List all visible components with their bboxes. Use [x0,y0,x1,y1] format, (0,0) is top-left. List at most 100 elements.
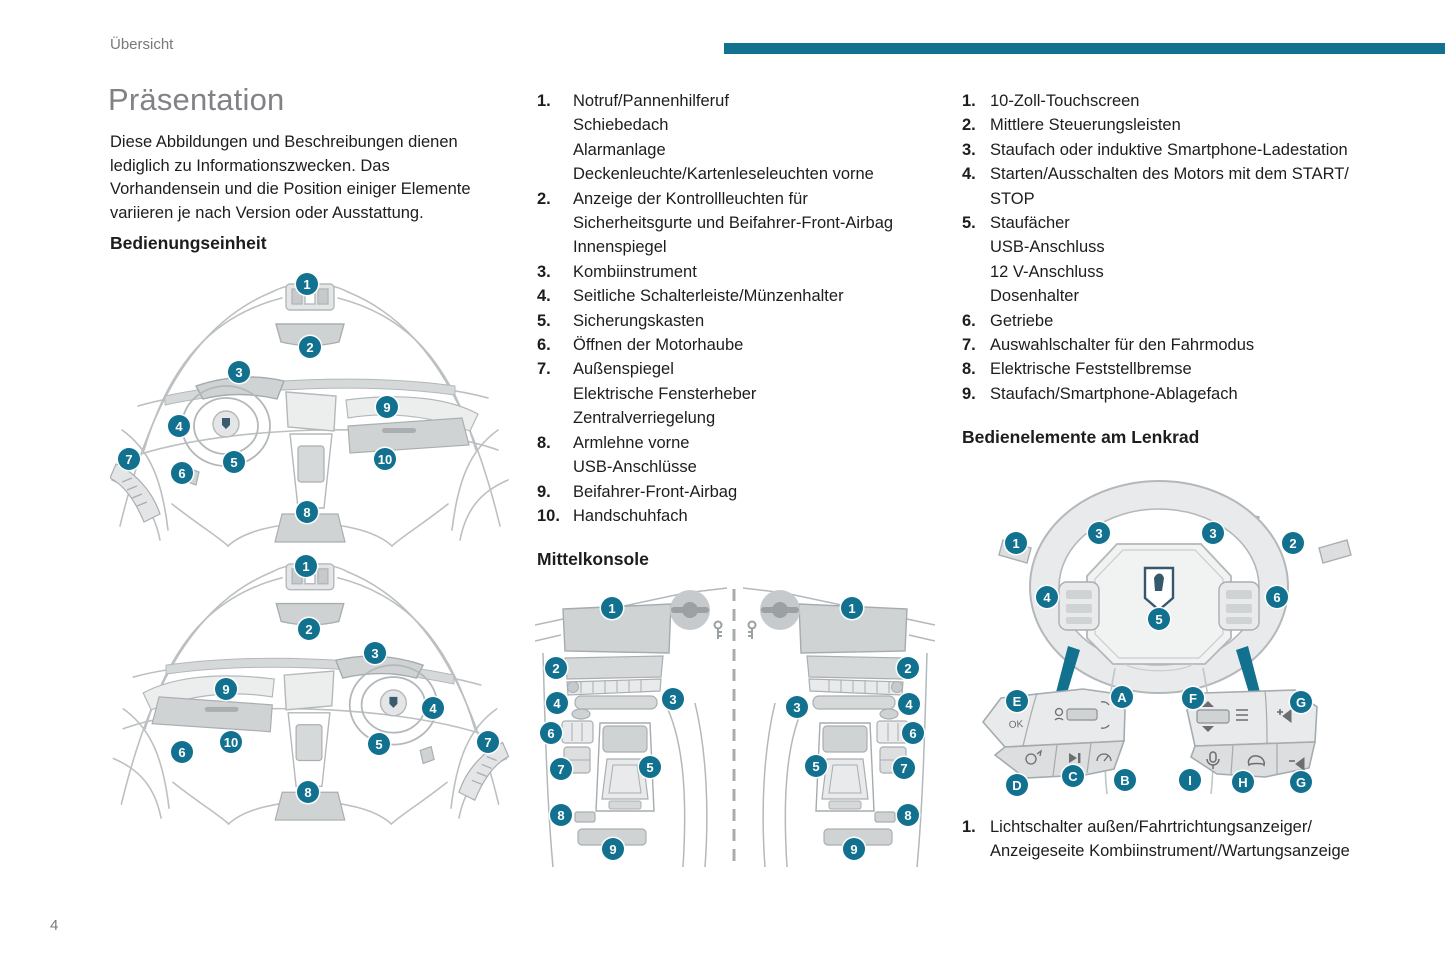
cruise-decrease-icon [1100,724,1110,729]
list-item: 6.Öffnen der Motorhaube [537,333,949,357]
callout-marker-3: 3 [662,688,684,710]
callout-marker-4: 4 [422,697,444,719]
callout-marker-3: 3 [1202,522,1224,544]
list-item-text: Handschuhfach [573,506,688,525]
source-button-icon [1025,749,1042,765]
list-item-number: 1. [962,92,976,110]
callout-marker-10: 10 [220,731,242,753]
volume-down-icon [1289,757,1305,771]
callout-marker-9: 9 [215,678,237,700]
list-item-number: 1. [537,92,551,110]
callout-marker-7: 7 [477,731,499,753]
list-item-text: Öffnen der Motorhaube [573,336,744,355]
callout-marker-E: E [1006,690,1028,712]
callout-marker-4: 4 [1036,586,1058,608]
cruise-thumbwheel [1066,708,1098,721]
callout-marker-9: 9 [376,396,398,418]
list-item-number: 7. [962,336,976,355]
cruise-increase-icon [1100,701,1110,706]
section-heading-mittelkonsole: Mittelkonsole [537,549,649,569]
list-item-number: 8. [962,360,976,379]
callout-marker-H: H [1232,771,1254,793]
left-control-pod: OK [981,688,1126,779]
list-item: 3.Staufach oder induktive Smartphone-Lad… [962,138,1418,162]
accent-bar-top [724,43,1445,54]
list-item: 4. Seitliche Schalterleiste/Münzenhalter [537,284,949,308]
callout-marker-5: 5 [223,451,245,473]
steering-wheel-drawing: − + [981,480,1352,795]
callout-marker-2: 2 [897,657,919,679]
callout-marker-5: 5 [805,755,827,777]
callout-marker-10: 10 [374,448,396,470]
callout-marker-1: 1 [296,273,318,295]
page-title: Präsentation [108,82,285,117]
callout-marker-8: 8 [297,781,319,803]
callout-marker-3: 3 [786,696,808,718]
peugeot-logo [1143,566,1175,612]
list-item-number: 3. [537,262,551,281]
list-item-text: Lichtschalter außen/Fahrtrichtungsanzeig… [990,818,1350,861]
list-item-number: 10. [537,506,560,525]
list-item: 1.10-Zoll-Touchscreen [962,89,1418,113]
callout-marker-8: 8 [550,804,572,826]
list-item-text: Staufach/Smartphone-Ablagefach [990,384,1238,403]
wheel-footnote-list: 1. Lichtschalter außen/Fahrtrichtungsanze… [962,815,1428,864]
callout-marker-6: 6 [171,741,193,763]
callout-marker-1: 1 [295,555,317,577]
list-item-number: 5. [962,214,976,233]
callout-marker-2: 2 [298,618,320,640]
volume-up-icon [1277,709,1292,723]
leader-line-right [1236,646,1262,703]
dashboard-drawing [110,282,509,547]
callout-marker-I: I [1179,769,1201,791]
callout-marker-3: 3 [364,642,386,664]
callout-marker-1: 1 [601,597,623,619]
list-item: 5.Sicherungskasten [537,309,949,333]
list-item-text: Staufach oder induktive Smartphone-Lades… [990,140,1348,159]
list-item: 1. Lichtschalter außen/Fahrtrichtungsanze… [962,815,1428,864]
callout-marker-9: 9 [843,838,865,860]
list-item-number: 9. [537,482,551,501]
callout-marker-6: 6 [540,722,562,744]
callout-marker-3: 3 [228,361,250,383]
callout-marker-2: 2 [545,657,567,679]
scroll-down-icon [1202,726,1214,732]
callout-marker-4: 4 [546,692,568,714]
play-button-icon [1069,753,1081,763]
list-item-number: 4. [537,287,551,306]
callout-marker-C: C [1062,765,1084,787]
menu-scroll-thumbwheel [1196,709,1230,724]
callout-marker-7: 7 [118,448,140,470]
leader-line-left [1054,646,1080,703]
mute-mic-icon [1206,751,1220,769]
callout-marker-B: B [1114,769,1136,791]
callout-marker-1: 1 [841,597,863,619]
gauge-reset-icon [1096,753,1112,762]
list-item-number: 6. [962,311,976,330]
callout-marker-9: 9 [602,838,624,860]
list-item-number: 8. [537,433,551,452]
menu-list-icon [1236,709,1248,721]
callout-marker-4: 4 [168,415,190,437]
list-item-text: Starten/Ausschalten des Motors mit dem S… [990,165,1349,208]
list-item-number: 2. [537,189,551,208]
callout-marker-G: G [1290,771,1312,793]
callout-marker-7: 7 [893,757,915,779]
list-item-number: 9. [962,384,976,403]
list-item: 10. Handschuhfach [537,504,949,528]
list-item-number: 1. [962,818,976,836]
list-item: 4.Starten/Ausschalten des Motors mit dem… [962,162,1418,211]
ok-button-label: OK [1008,719,1024,731]
left-spoke-buttons [1058,581,1100,631]
callout-marker-6: 6 [902,722,924,744]
list-item-text: Seitliche Schalterleiste/Münzenhalter [573,287,844,306]
steering-wheel-illustration: − + [965,460,1385,810]
